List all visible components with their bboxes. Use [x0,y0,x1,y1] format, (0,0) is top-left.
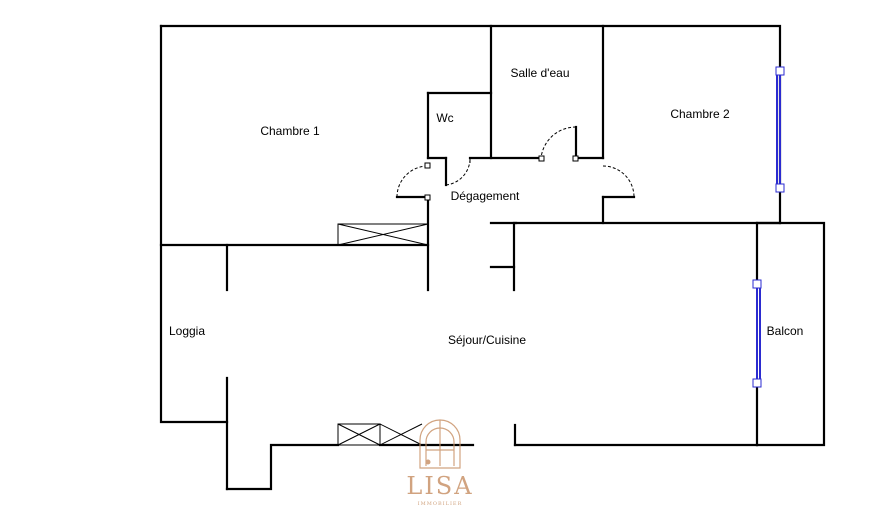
crossed-openings [337,223,429,446]
label-degagement: Dégagement [451,189,520,203]
label-wc: Wc [436,111,453,125]
doors [395,125,636,201]
room-labels: Chambre 1 Salle d'eau Wc Chambre 2 Dégag… [169,66,803,347]
lisa-watermark-logo: LISA IMMOBILIER [406,419,473,507]
watermark-tagline: IMMOBILIER [418,501,463,507]
walls [159,24,826,491]
watermark-brand: LISA [406,472,473,500]
label-chambre-2: Chambre 2 [670,107,730,121]
label-salle-eau: Salle d'eau [510,66,569,80]
label-sejour-cuisine: Séjour/Cuisine [448,333,526,347]
label-loggia: Loggia [169,324,205,338]
label-balcon: Balcon [767,324,804,338]
windows [752,66,785,388]
label-chambre-1: Chambre 1 [260,124,320,138]
arch-icon [419,419,461,469]
